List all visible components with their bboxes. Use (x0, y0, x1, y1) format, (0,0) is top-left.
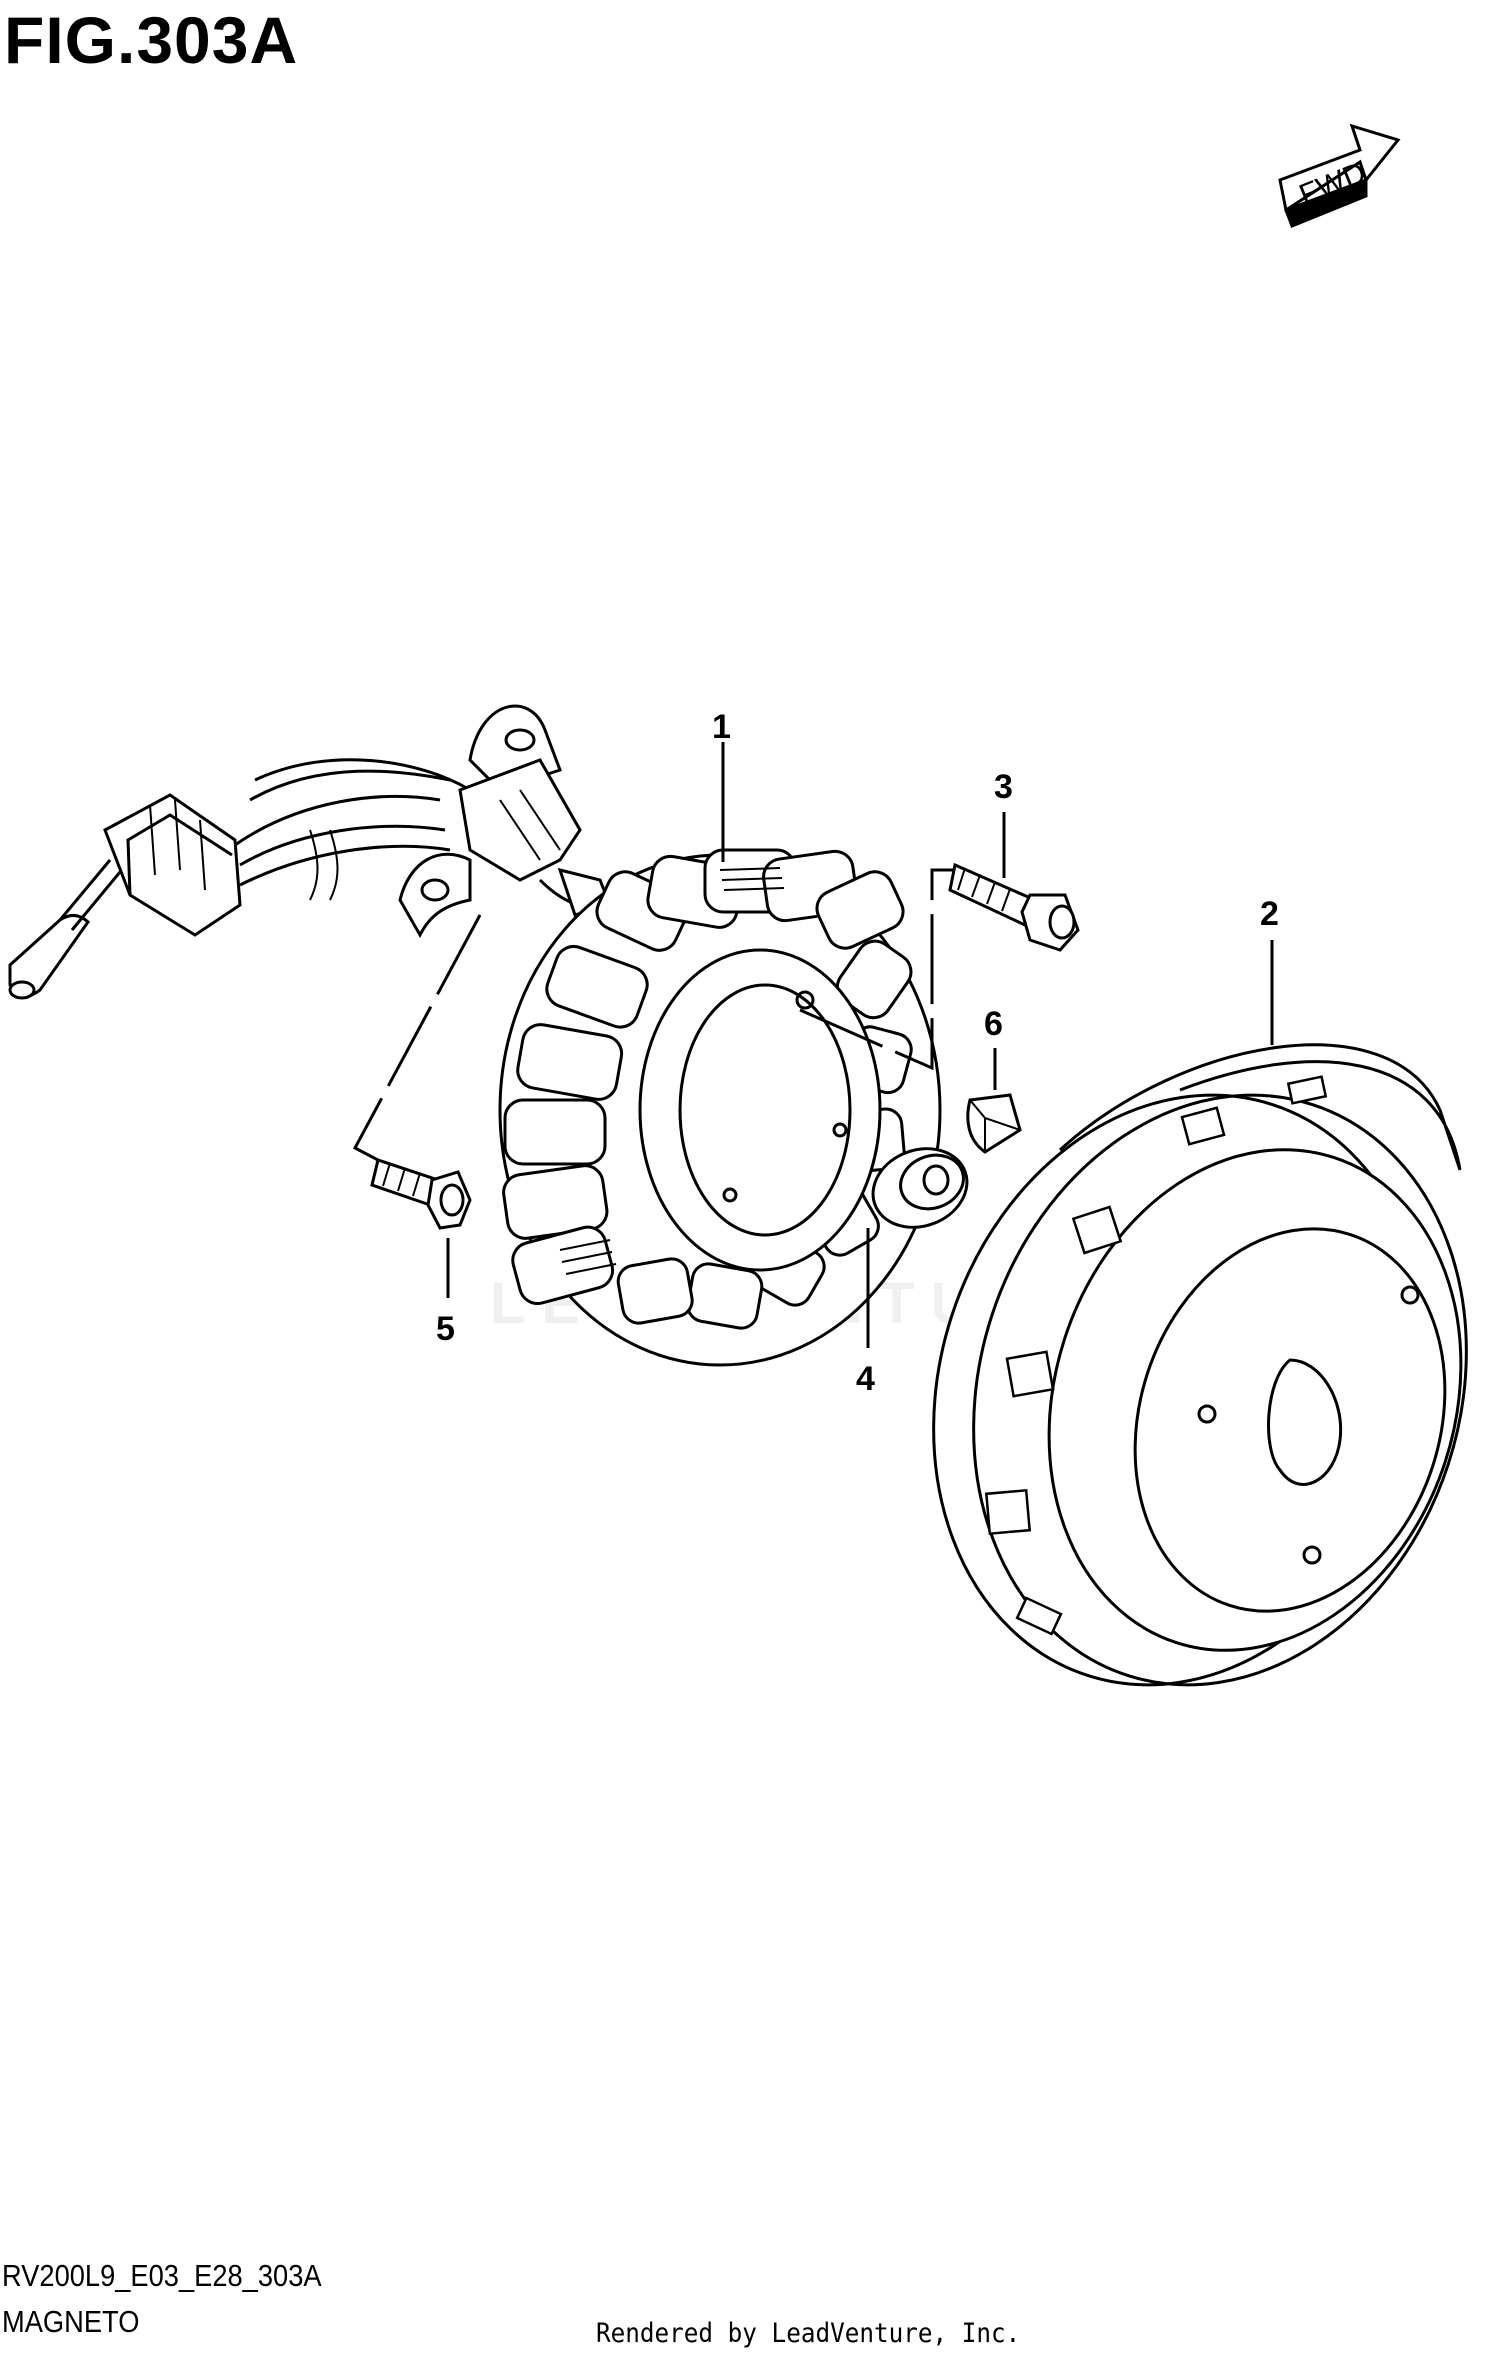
callout-5: 5 (436, 1310, 455, 1348)
bolt-part-3 (948, 862, 1080, 952)
callout-6: 6 (984, 1005, 1003, 1043)
guide-line-5 (352, 914, 482, 1162)
bolt-part-5 (370, 1158, 472, 1230)
callout-2: 2 (1260, 895, 1279, 933)
key-part-6 (966, 1093, 1022, 1154)
diagram-name: MAGNETO (2, 2304, 140, 2339)
fwd-arrow-icon: FWD (1278, 123, 1401, 228)
stator-harness (8, 704, 613, 1000)
flywheel-rotor-part-2 (932, 940, 1468, 1687)
diagram-code: RV200L9_E03_E28_303A (2, 2258, 322, 2293)
callout-1: 1 (712, 708, 731, 746)
callout-4: 4 (856, 1360, 875, 1398)
callout-3: 3 (994, 768, 1013, 806)
guide-line-3 (799, 868, 955, 1071)
rendered-by-credit: Rendered by LeadVenture, Inc. (596, 2318, 1021, 2349)
figure-title: FIG.303A (4, 3, 299, 77)
washer-part-4 (871, 1147, 969, 1229)
stator-assembly (498, 848, 942, 1367)
